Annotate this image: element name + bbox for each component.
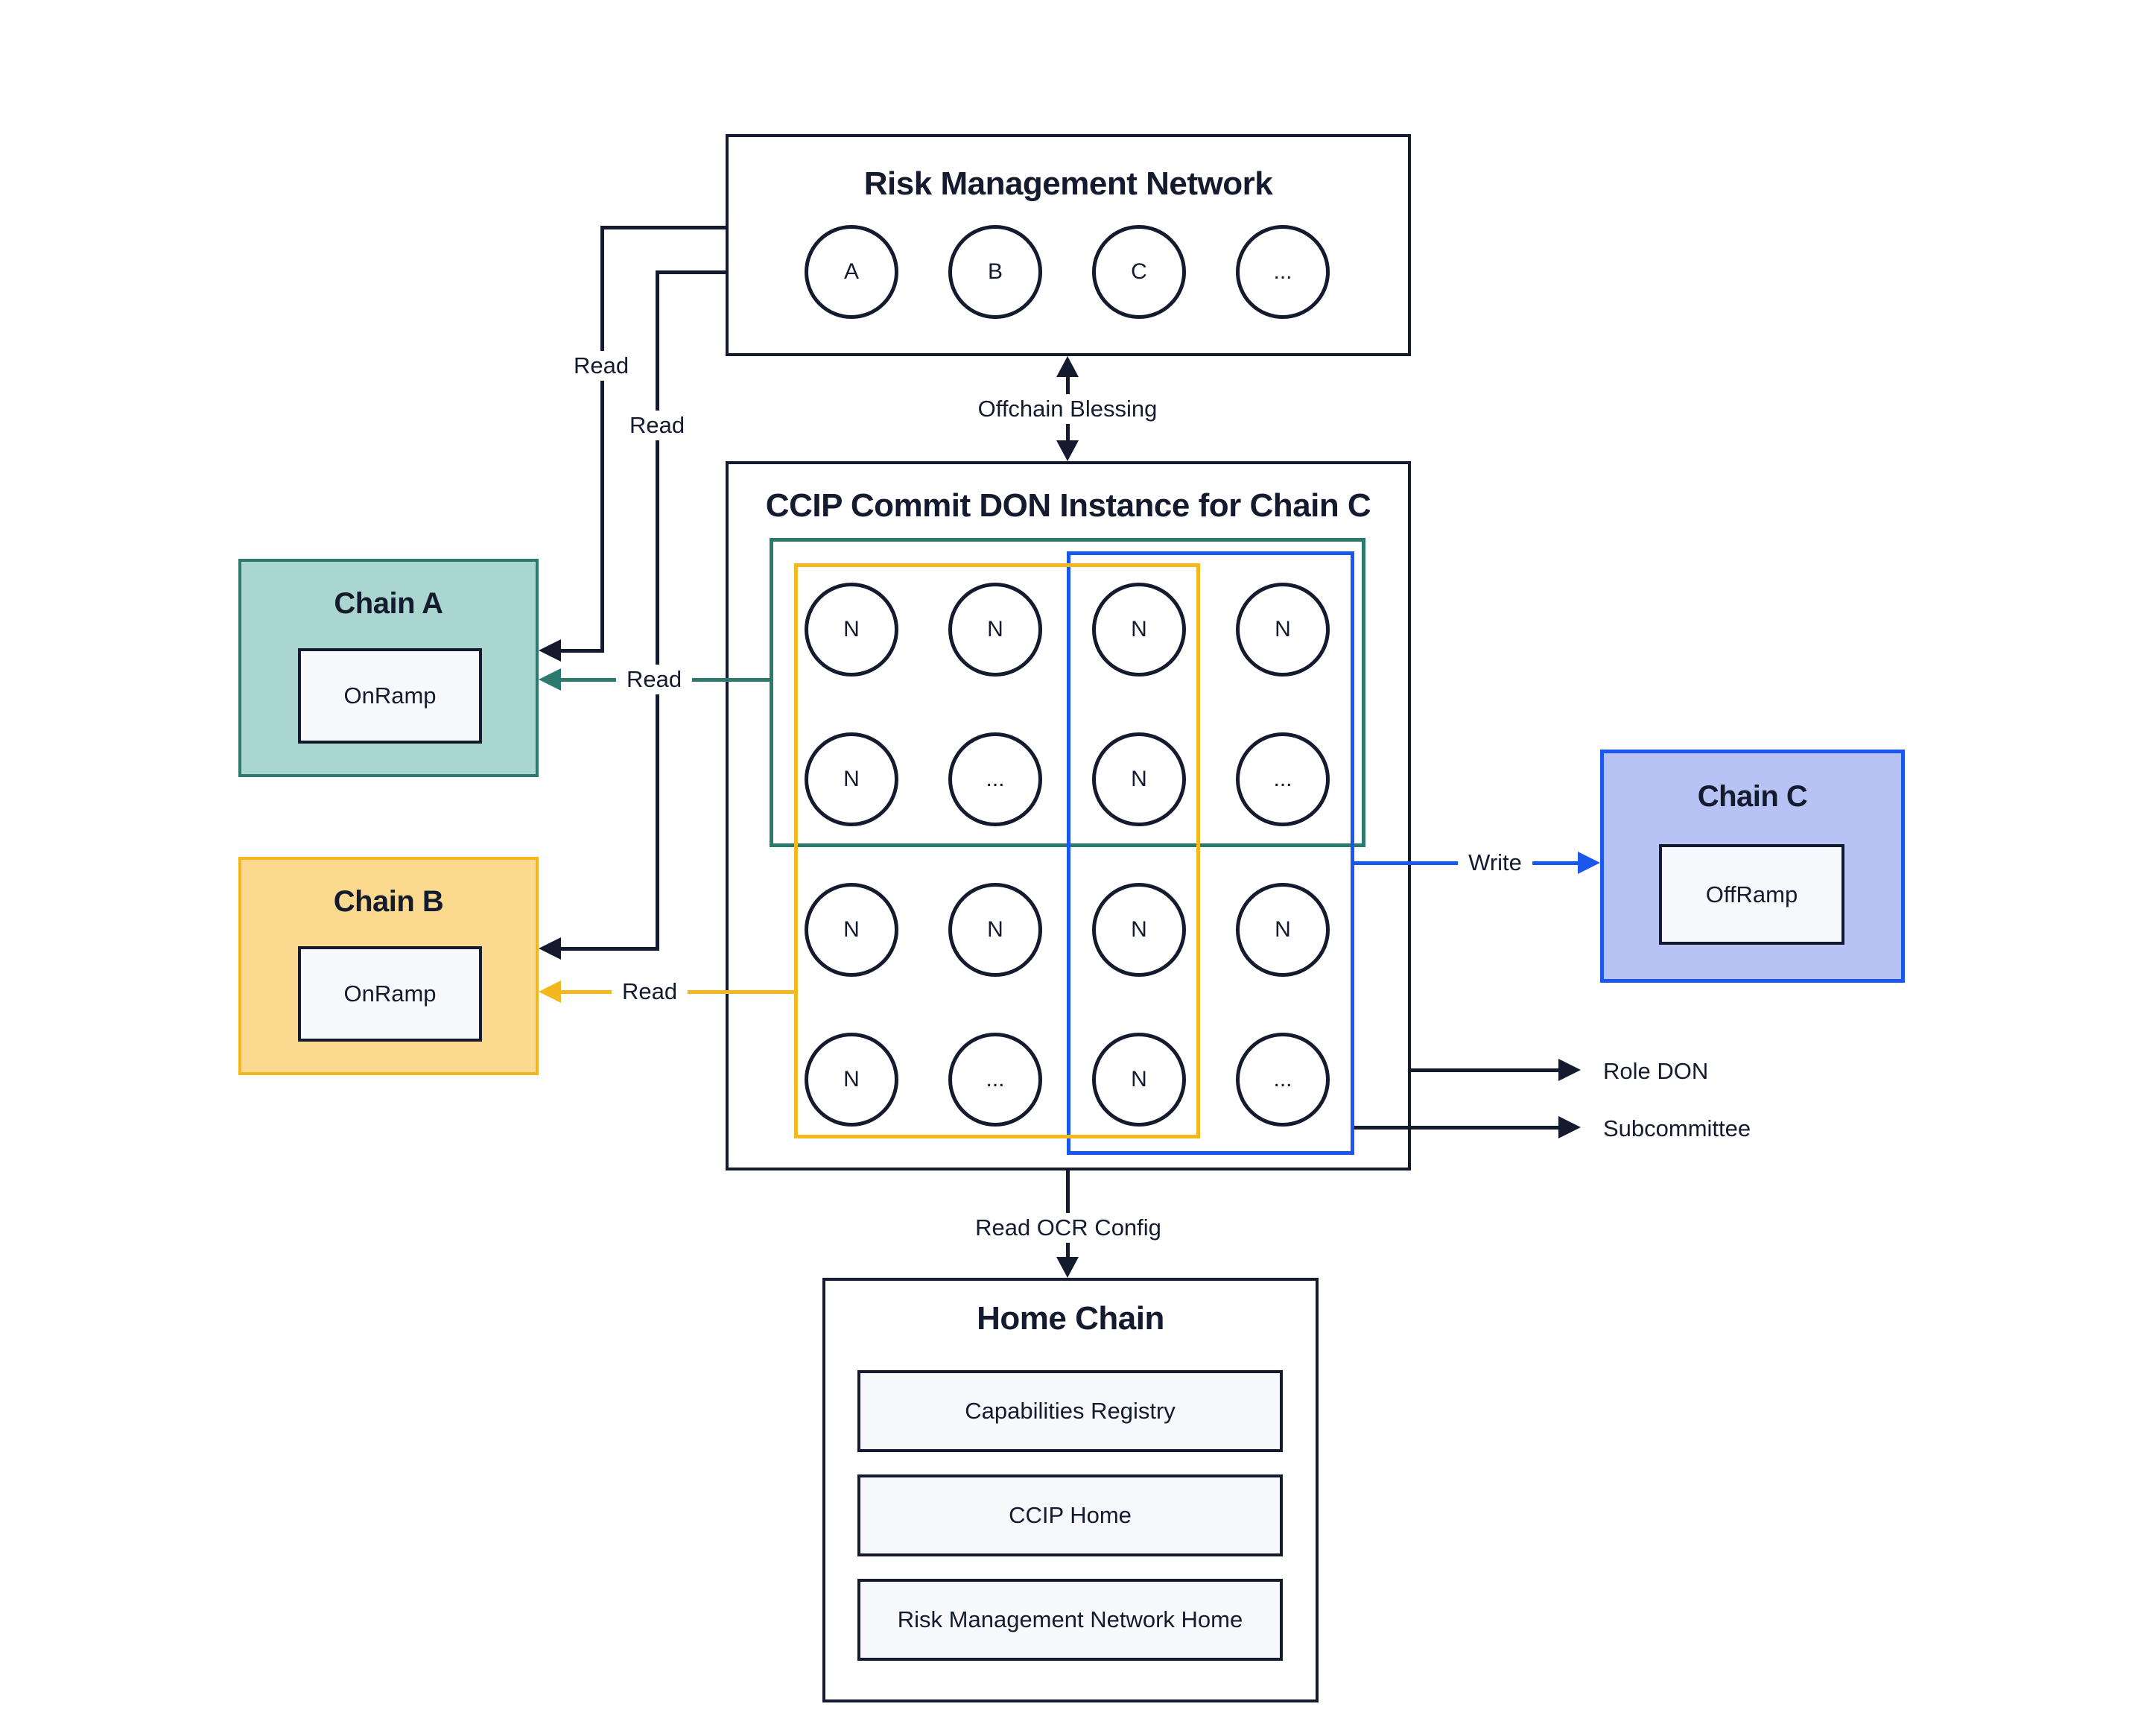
edge-read-ocr-label: Read OCR Config: [965, 1213, 1172, 1243]
edge-role-don-label: Role DON: [1603, 1058, 1709, 1084]
commit-don-title: CCIP Commit DON Instance for Chain C: [765, 487, 1371, 524]
don-node: N: [1092, 883, 1186, 977]
edge-subcommittee-line: [1354, 1126, 1560, 1130]
don-node: ...: [1236, 1033, 1330, 1127]
chain-c-offramp: OffRamp: [1659, 844, 1844, 945]
edge-don-to-b-arrowhead: [539, 981, 561, 1003]
chain-a-title: Chain A: [334, 587, 443, 620]
edge-write-label: Write: [1458, 848, 1532, 878]
offchain-blessing-label: Offchain Blessing: [967, 394, 1168, 424]
home-chain-box: Home Chain Capabilities Registry CCIP Ho…: [822, 1278, 1319, 1702]
chain-b-box: Chain B OnRamp: [238, 857, 539, 1075]
edge-rmn-to-b-vert: [656, 270, 659, 951]
edge-role-don-line: [1408, 1068, 1560, 1072]
risk-management-network-title: Risk Management Network: [863, 165, 1273, 202]
chain-c-box: Chain C OffRamp: [1600, 750, 1905, 983]
commit-don-box: CCIP Commit DON Instance for Chain C: [726, 461, 1411, 1170]
home-chain-rmn-home: Risk Management Network Home: [857, 1579, 1283, 1661]
don-node: N: [948, 883, 1042, 977]
don-node: N: [1236, 883, 1330, 977]
edge-rmn-to-b-bottom: [558, 947, 659, 951]
don-node: ...: [1236, 732, 1330, 826]
offchain-blessing-arrowhead-down: [1056, 440, 1079, 461]
don-node: N: [805, 883, 898, 977]
chain-c-title: Chain C: [1697, 780, 1808, 813]
home-chain-ccip-home: CCIP Home: [857, 1474, 1283, 1556]
don-node: ...: [948, 732, 1042, 826]
don-node: N: [1092, 732, 1186, 826]
risk-management-network-box: Risk Management Network A B C ...: [726, 134, 1411, 356]
don-node: N: [805, 1033, 898, 1127]
chain-a-box: Chain A OnRamp: [238, 559, 539, 777]
offchain-blessing-arrowhead-up: [1056, 356, 1079, 377]
rmn-node-b: B: [948, 225, 1042, 319]
edge-rmn-to-a-vert: [600, 226, 604, 653]
home-chain-capabilities-registry: Capabilities Registry: [857, 1370, 1283, 1452]
edge-rmn-to-a-top: [600, 226, 726, 229]
edge-subcommittee-label: Subcommittee: [1603, 1115, 1751, 1141]
edge-rmn-to-b-label: Read: [618, 411, 696, 440]
rmn-node-a: A: [805, 225, 898, 319]
edge-don-to-b-label: Read: [611, 977, 688, 1007]
don-node: N: [1092, 583, 1186, 677]
don-node: N: [805, 732, 898, 826]
edge-role-don-arrowhead: [1558, 1059, 1581, 1081]
chain-b-title: Chain B: [333, 885, 444, 918]
don-node: N: [1236, 583, 1330, 677]
don-node: N: [805, 583, 898, 677]
edge-don-to-a-arrowhead: [539, 668, 561, 691]
edge-read-ocr-arrowhead: [1056, 1257, 1079, 1278]
home-chain-title: Home Chain: [977, 1300, 1164, 1337]
edge-write-arrowhead: [1578, 852, 1600, 874]
don-node: N: [948, 583, 1042, 677]
rmn-node-c: C: [1092, 225, 1186, 319]
don-node: ...: [948, 1033, 1042, 1127]
edge-subcommittee-arrowhead: [1558, 1116, 1581, 1138]
edge-don-to-a-label: Read: [615, 665, 693, 694]
edge-rmn-to-a-arrowhead: [539, 639, 561, 662]
edge-rmn-to-a-bottom: [558, 649, 604, 653]
rmn-node-more: ...: [1236, 225, 1330, 319]
edge-rmn-to-b-top: [656, 270, 726, 274]
chain-b-onramp: OnRamp: [298, 946, 482, 1042]
edge-rmn-to-b-arrowhead: [539, 937, 561, 960]
committee-rect-yellow: [794, 563, 1200, 1138]
don-node: N: [1092, 1033, 1186, 1127]
committee-rect-blue: [1067, 551, 1354, 1155]
chain-a-onramp: OnRamp: [298, 648, 482, 744]
edge-rmn-to-a-label: Read: [562, 351, 640, 381]
